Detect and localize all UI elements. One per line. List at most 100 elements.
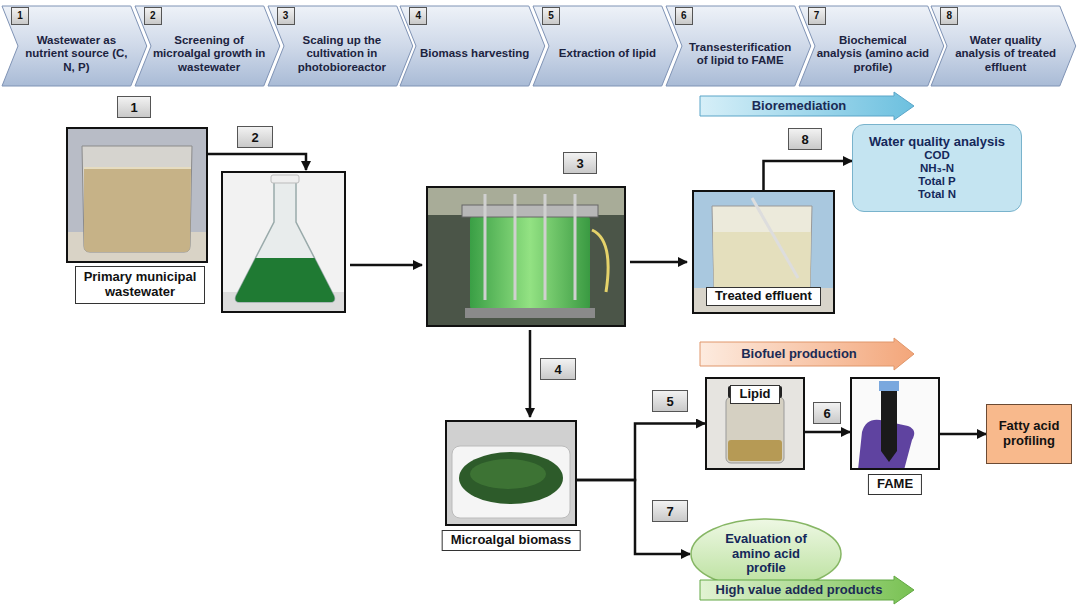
step-number-box: 4: [409, 7, 427, 25]
callout-number: 1: [12, 11, 28, 21]
flow-arrow: [350, 264, 422, 267]
process-label: Biochemical analysis (amino acid profile…: [817, 34, 930, 74]
process-label: Extraction of lipid: [551, 47, 664, 60]
tube-cap: [879, 381, 899, 391]
callout-number: 6: [676, 11, 692, 21]
lipid-extract: [728, 440, 782, 461]
process-label: Transesterification of lipid to FAME: [684, 41, 797, 67]
callout-number: 2: [145, 11, 161, 21]
stage-arrow-band: High value added products: [700, 576, 914, 604]
analysis-item: COD: [859, 149, 1015, 162]
ellipse-shape: [691, 519, 841, 589]
analysis-item: Total P: [859, 175, 1015, 188]
callout-number: 4: [410, 11, 426, 21]
chevron-shape: [666, 6, 811, 86]
step-number-box: 1: [117, 96, 151, 118]
process-chevron: Biomass harvesting 4: [400, 6, 545, 86]
stage-arrow-band: Biofuel production: [700, 338, 914, 370]
callout-number: 3: [566, 157, 594, 170]
beaker-glass: [82, 146, 192, 252]
step-number-box: 6: [813, 402, 841, 424]
glass-jar: [726, 397, 784, 463]
analysis-box: Water quality analysisCODNH₃-NTotal PTot…: [852, 124, 1022, 212]
callout-number: 7: [655, 505, 685, 518]
reactor-vessel: [470, 214, 590, 312]
wastewater-liquid: [84, 168, 191, 252]
tube-tip: [881, 451, 897, 462]
reactor-rod: [544, 194, 547, 300]
callout-number: 5: [543, 11, 559, 21]
callout-number: 8: [941, 11, 957, 21]
stirring-rod: [752, 198, 798, 278]
white-tray: [452, 446, 570, 518]
analysis-item: NH₃-N: [859, 162, 1015, 175]
arrow-shape: [700, 576, 914, 604]
photo-label: Lipid: [730, 385, 779, 404]
callout-number: 5: [655, 395, 685, 408]
photo-frame: [222, 172, 345, 312]
arrow-shape: [700, 92, 914, 120]
beaker-glass: [712, 206, 812, 296]
algal-powder: [470, 459, 546, 489]
photo-background: [222, 172, 345, 312]
arrow-shape: [700, 338, 914, 370]
chevron-shape: [931, 6, 1076, 86]
step-number-box: 5: [542, 7, 560, 25]
flow-arrow: [940, 433, 986, 436]
photo-background: [445, 420, 577, 526]
step-number-box: 7: [808, 7, 826, 25]
reactor-lid: [462, 205, 598, 217]
photo-frame: Microalgal biomass: [445, 420, 577, 526]
callout-number: 1: [120, 101, 148, 114]
algal-powder: [459, 452, 563, 504]
sampling-tube: [592, 230, 608, 292]
step-number-box: 4: [540, 358, 576, 380]
photo-frame: FAME: [850, 377, 940, 470]
reactor-rod: [574, 194, 577, 300]
step-number-box: 5: [652, 390, 688, 412]
stage-label: High value added products: [708, 583, 890, 598]
photo-frame: Lipid: [705, 377, 805, 470]
step-number-box: 3: [563, 152, 597, 174]
sample-tube: [881, 391, 897, 451]
process-label: Wastewater as nutrient source (C, N, P): [20, 34, 133, 74]
stage-arrow-band: Bioremediation: [700, 92, 914, 120]
process-chevron: Wastewater as nutrient source (C, N, P) 1: [2, 6, 147, 86]
callout-number: 3: [278, 11, 294, 21]
reactor-rod: [514, 194, 517, 300]
chevron-shape: [135, 6, 280, 86]
callout-number: 8: [791, 133, 819, 146]
process-chevron: Biochemical analysis (amino acid profile…: [799, 6, 944, 86]
process-chevron: Screening of microalgal growth in wastew…: [135, 6, 280, 86]
chevron-shape: [533, 6, 678, 86]
flow-arrow: [577, 424, 705, 481]
chevron-shape: [400, 6, 545, 86]
result-ellipse: Evaluation of amino acid profile: [690, 518, 842, 590]
chevron-shape: [2, 6, 147, 86]
callout-number: 6: [816, 407, 838, 420]
flow-arrow: [630, 261, 687, 264]
connector-group: [577, 161, 986, 554]
cotton-plug: [271, 175, 299, 183]
flow-arrow: [577, 480, 690, 554]
flow-arrow: [529, 330, 532, 417]
result-label: Fatty acid profiling: [992, 419, 1066, 449]
photo-label: Treated effluent: [706, 287, 821, 306]
step-number-box: 2: [237, 126, 273, 148]
step-number-box: 7: [652, 500, 688, 522]
stage-label: Biofuel production: [708, 347, 890, 362]
result-label: Evaluation of amino acid profile: [714, 532, 818, 577]
bench-surface: [692, 288, 835, 314]
process-label: Biomass harvesting: [418, 47, 531, 60]
erlenmeyer-flask: [236, 180, 335, 302]
callout-number: 7: [809, 11, 825, 21]
photo-label: Microalgal biomass: [442, 530, 581, 551]
photo-background: [692, 190, 835, 314]
step-number-box: 6: [675, 7, 693, 25]
flow-arrow: [764, 161, 853, 190]
chevron-shape: [268, 6, 413, 86]
step-number-box: 8: [788, 128, 822, 150]
process-label: Screening of microalgal growth in wastew…: [153, 34, 266, 74]
